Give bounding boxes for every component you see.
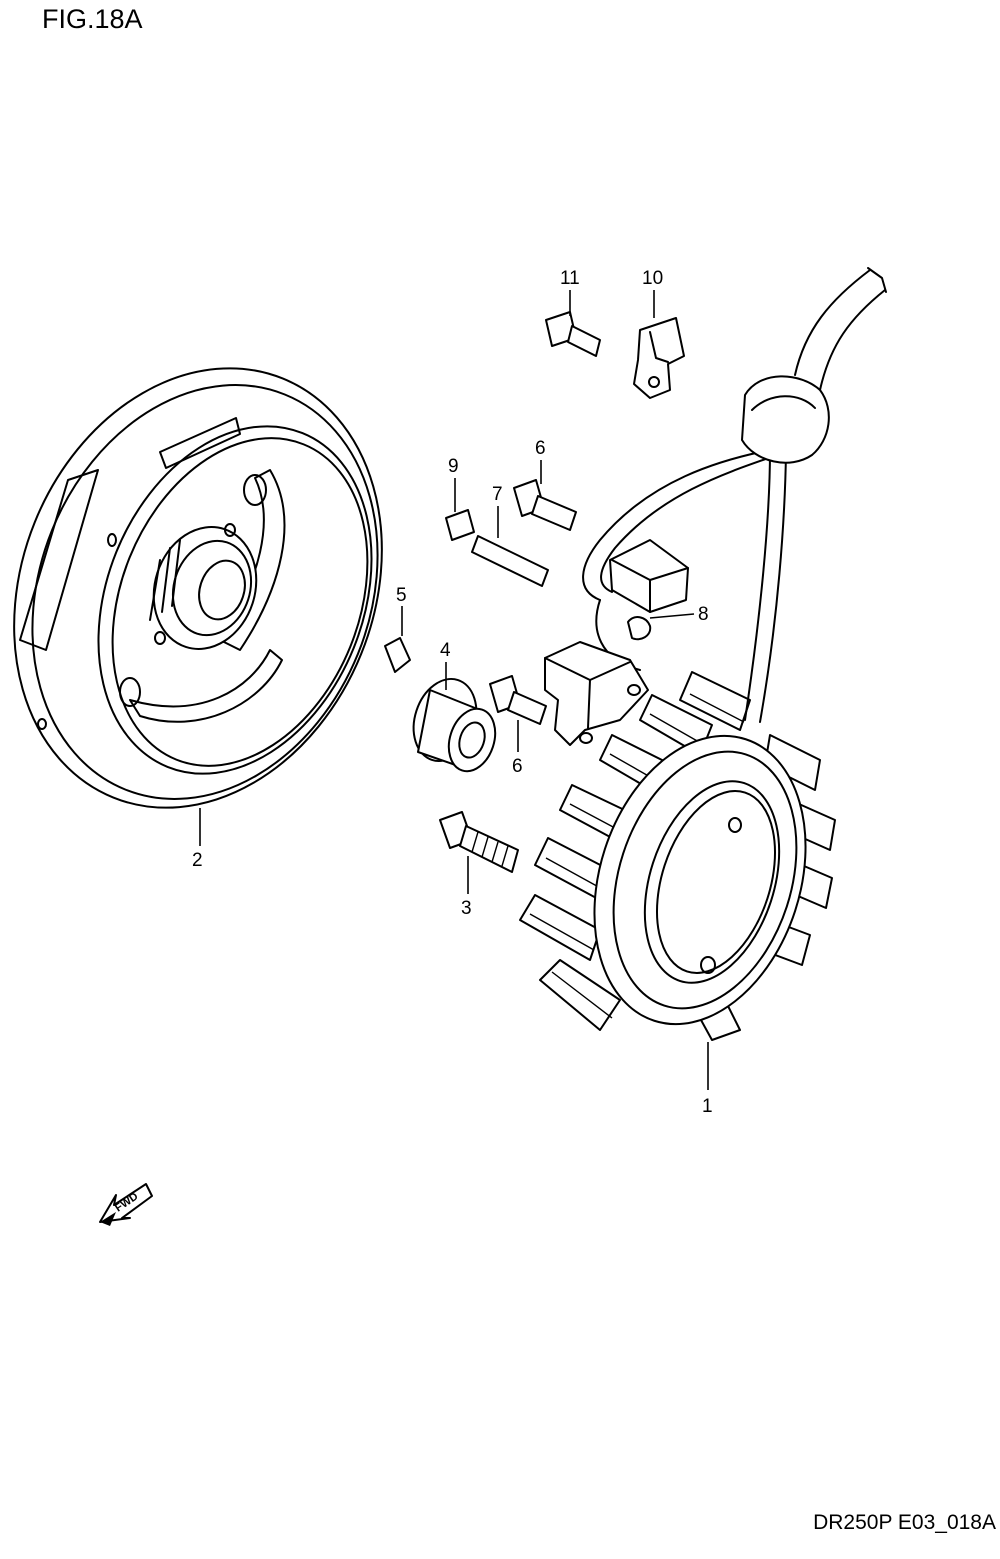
drawing-code: DR250P E03_018A [813,1511,996,1534]
bolt-6-upper [513,479,577,531]
clamp [633,317,685,399]
callout-4: 4 [440,640,451,661]
pickup-coil [544,539,689,746]
rotor-nut [412,677,497,773]
callout-6-lower: 6 [512,756,523,777]
callout-8: 8 [698,604,709,625]
bolt-6-lower [489,675,547,725]
screw-11 [545,311,601,357]
callout-11: 11 [560,268,580,289]
stator-bolt [439,811,519,873]
callout-labels: 1 2 3 4 5 6 6 7 8 9 10 11 [192,268,713,1117]
callout-7: 7 [492,484,503,505]
stator-assembly [519,671,836,1041]
stud-bolt [471,535,549,587]
callout-1: 1 [702,1096,713,1117]
wiring-harness [582,267,887,723]
callout-5: 5 [396,585,407,606]
flywheel-rotor [13,367,383,809]
figure-title: FIG.18A [42,4,143,34]
woodruff-key [384,637,411,673]
leader-lines [199,290,709,1090]
callout-9: 9 [448,456,459,477]
callout-2: 2 [192,850,203,871]
callout-6-upper: 6 [535,438,546,459]
spacer [445,509,475,541]
fwd-arrow-icon: FWD [99,1183,153,1226]
callout-10: 10 [642,268,663,289]
callout-3: 3 [461,898,472,919]
